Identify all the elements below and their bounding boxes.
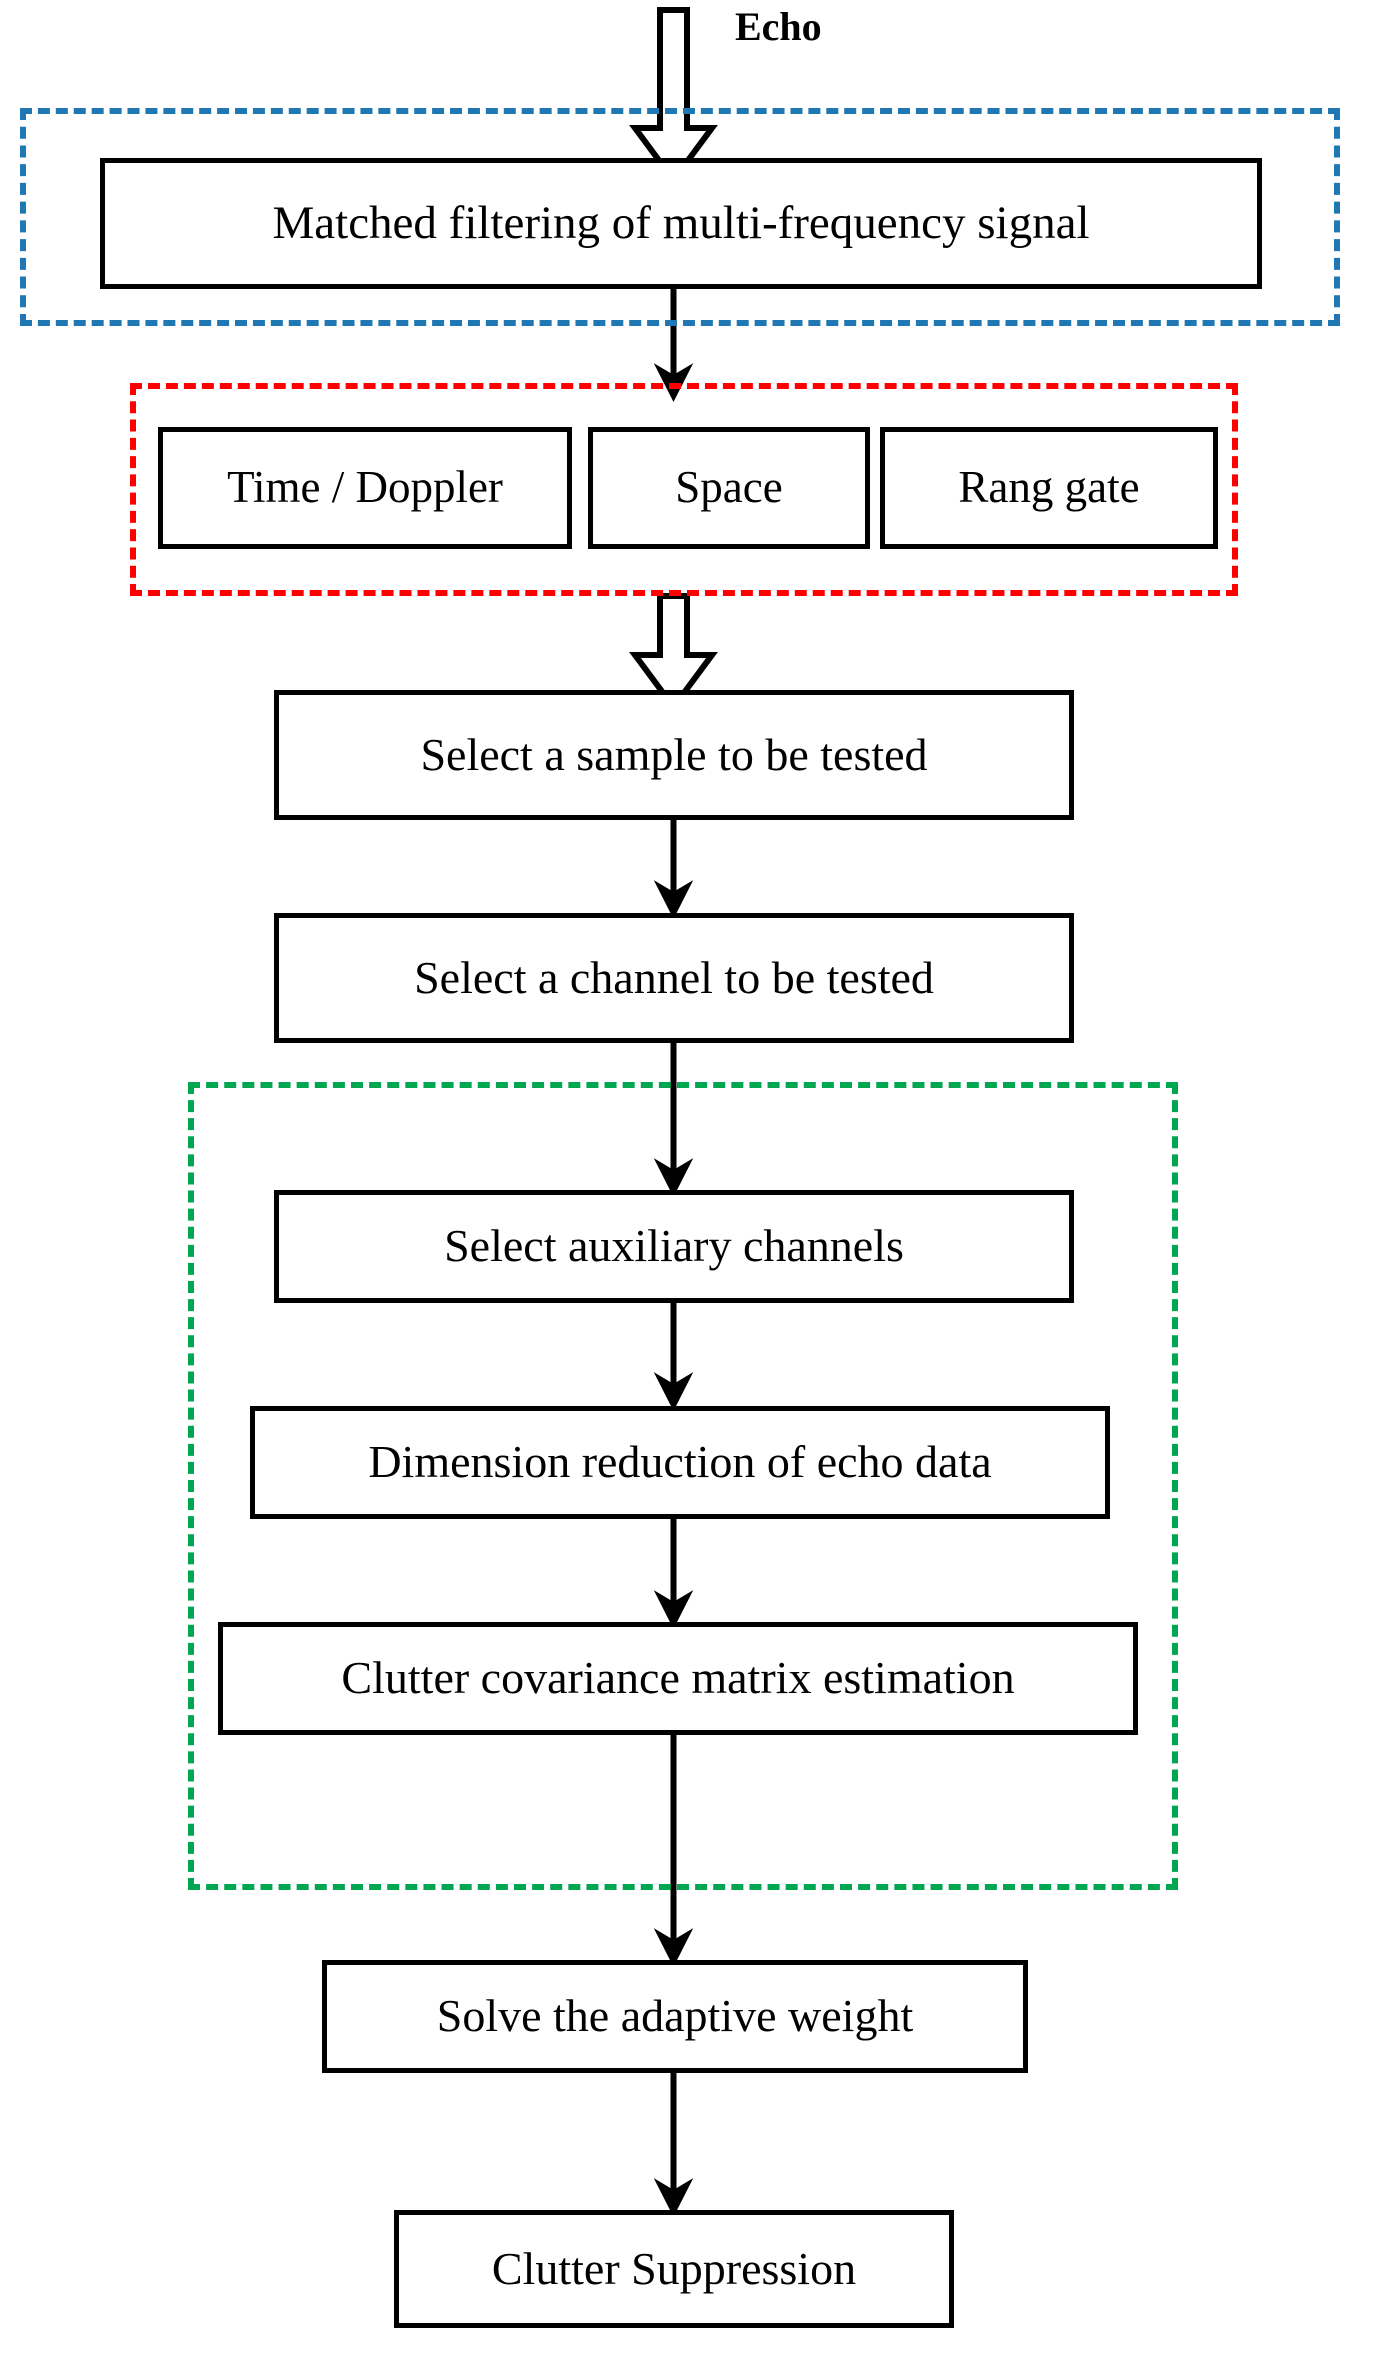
group-frame-matched-filtering <box>20 108 1340 326</box>
node-time-doppler[interactable]: Time / Doppler <box>158 427 572 549</box>
node-clutter-covariance[interactable]: Clutter covariance matrix estimation <box>218 1622 1138 1735</box>
group-frame-domain <box>130 383 1238 596</box>
node-dimension-reduction[interactable]: Dimension reduction of echo data <box>250 1406 1110 1519</box>
node-label-dimension-reduction: Dimension reduction of echo data <box>368 1436 992 1488</box>
group-frame-dimension-reduction <box>188 1082 1178 1890</box>
node-select-auxiliary[interactable]: Select auxiliary channels <box>274 1190 1074 1303</box>
node-label-clutter-suppression: Clutter Suppression <box>491 2242 857 2294</box>
node-select-channel[interactable]: Select a channel to be tested <box>274 913 1074 1043</box>
node-label-select-auxiliary: Select auxiliary channels <box>444 1220 904 1272</box>
page-title: Echo <box>735 4 822 49</box>
node-matched-filtering[interactable]: Matched filtering of multi-frequency sig… <box>100 158 1262 289</box>
node-label-select-sample: Select a sample to be tested <box>420 728 928 780</box>
node-space[interactable]: Space <box>588 427 870 549</box>
node-solve-weight[interactable]: Solve the adaptive weight <box>322 1960 1028 2073</box>
node-label-matched-filtering: Matched filtering of multi-frequency sig… <box>272 196 1090 249</box>
node-rang-gate[interactable]: Rang gate <box>880 427 1218 549</box>
node-label-space: Space <box>675 462 783 513</box>
node-label-clutter-covariance: Clutter covariance matrix estimation <box>341 1652 1015 1704</box>
node-select-sample[interactable]: Select a sample to be tested <box>274 690 1074 820</box>
node-label-rang-gate: Rang gate <box>958 462 1140 513</box>
node-label-time-doppler: Time / Doppler <box>227 462 503 513</box>
node-label-solve-weight: Solve the adaptive weight <box>436 1990 914 2042</box>
node-label-select-channel: Select a channel to be tested <box>414 951 934 1003</box>
node-clutter-suppression[interactable]: Clutter Suppression <box>394 2210 954 2328</box>
